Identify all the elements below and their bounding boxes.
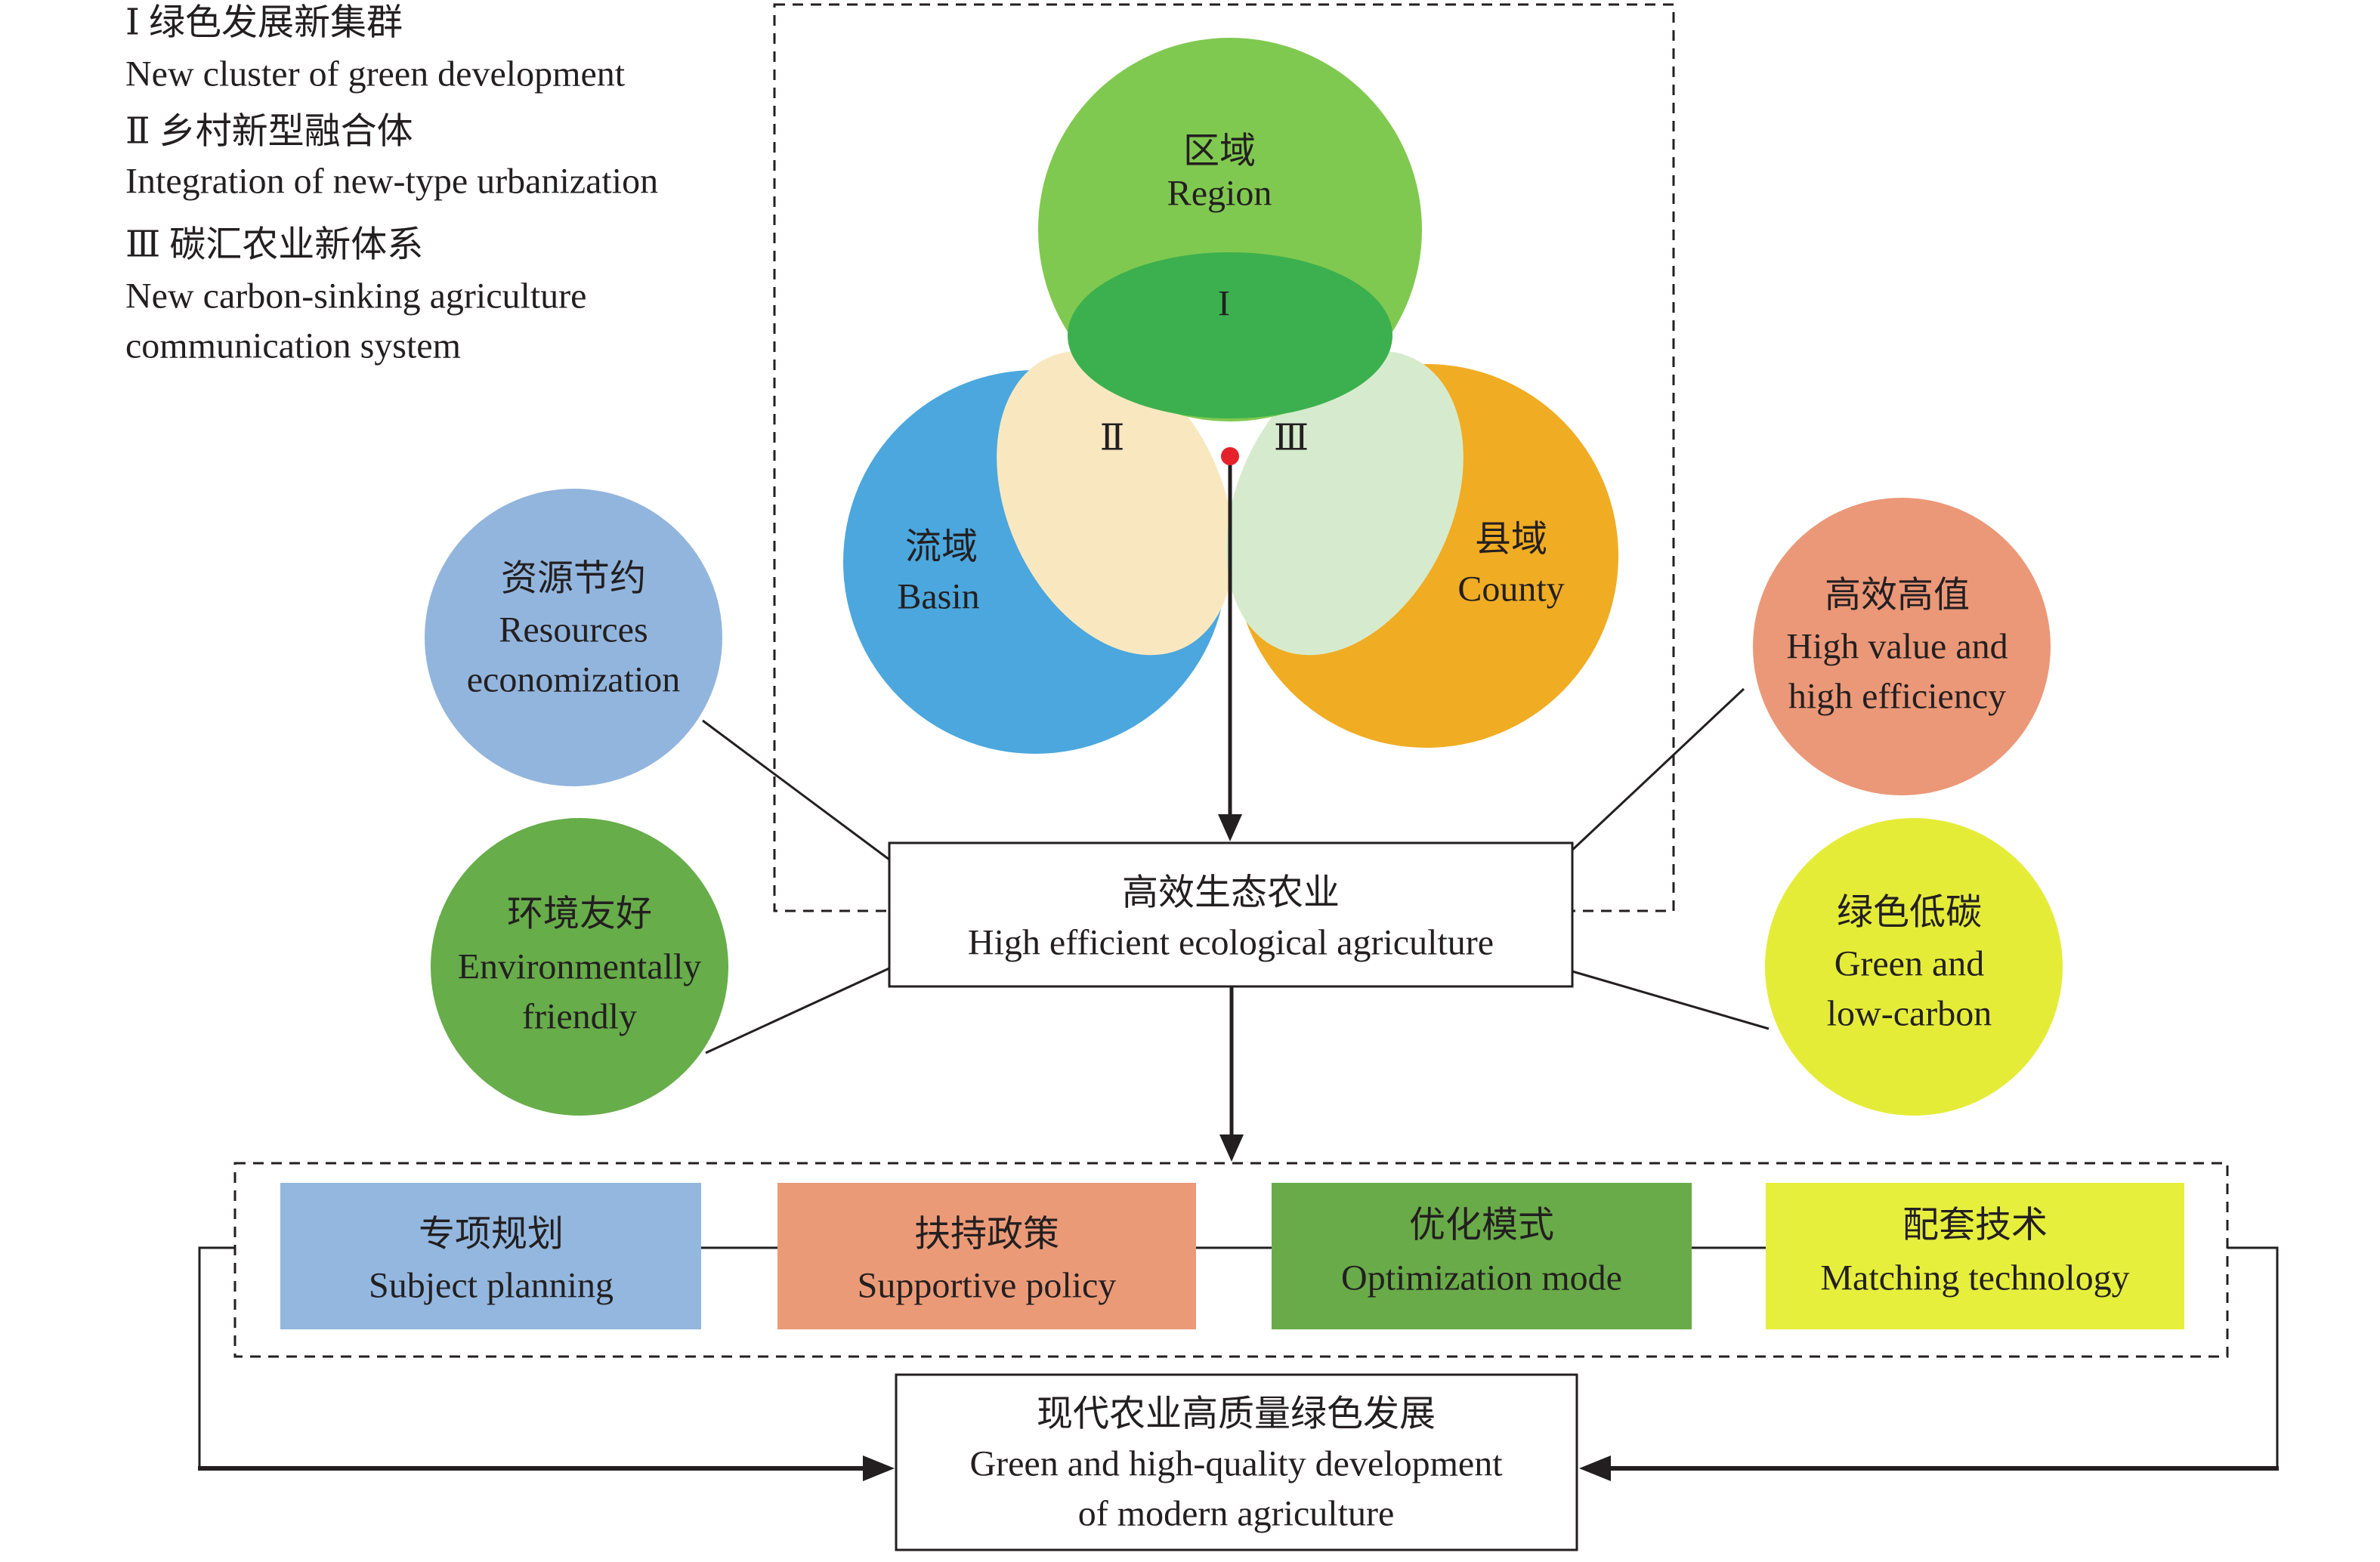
- attribute-high-value-circle: [1753, 498, 2051, 795]
- measure-technology-cn: 配套技术: [1902, 1205, 2048, 1246]
- attribute-high-value: 高效高值 High value and high efficiency: [1753, 498, 2051, 795]
- measure-technology-box: [1766, 1183, 2184, 1329]
- origin-dot: [1221, 447, 1239, 465]
- right-feedback-line: [2227, 1246, 2279, 1468]
- county-overlap-mark: Ⅲ: [1274, 418, 1309, 458]
- attribute-resources-en-line-2: economization: [467, 660, 681, 700]
- measure-policy: 扶持政策 Supportive policy: [777, 1183, 1196, 1329]
- measure-policy-en: Supportive policy: [858, 1266, 1117, 1306]
- attribute-low-carbon: 绿色低碳 Green and low-carbon: [1765, 818, 2063, 1116]
- legend-item-3-en-line-2: communication system: [125, 326, 461, 366]
- attribute-environment: 环境友好 Environmentally friendly: [431, 818, 728, 1116]
- core-box-frame: [888, 841, 1574, 988]
- measure-planning-en: Subject planning: [369, 1266, 614, 1306]
- measure-mode-box: [1272, 1183, 1692, 1329]
- attribute-low-carbon-circle: [1765, 818, 2063, 1116]
- core-to-measures-arrowhead: [1219, 1134, 1244, 1162]
- left-feedback-arrowhead: [863, 1456, 895, 1481]
- attribute-high-value-en-line-1: High value and: [1786, 627, 2008, 667]
- attribute-resources-circle: [425, 489, 722, 786]
- attribute-environment-en-line-1: Environmentally: [458, 947, 702, 987]
- measure-mode-cn: 优化模式: [1409, 1205, 1554, 1246]
- legend-item-1-cn: Ⅰ 绿色发展新集群: [125, 3, 403, 43]
- measure-planning-box: [280, 1183, 701, 1329]
- measure-planning: 专项规划 Subject planning: [280, 1183, 701, 1329]
- goal-label-cn: 现代农业高质量绿色发展: [1037, 1394, 1436, 1434]
- county-label-en: County: [1457, 570, 1564, 610]
- attribute-environment-cn: 环境友好: [507, 894, 652, 934]
- county-label-cn: 县域: [1475, 520, 1547, 560]
- core-label-en: High efficient ecological agriculture: [968, 923, 1494, 963]
- measure-policy-box: [777, 1183, 1196, 1329]
- region-label-en: Region: [1167, 174, 1272, 214]
- legend-item-1-en: New cluster of green development: [125, 54, 626, 94]
- venn-to-core-arrowhead: [1218, 814, 1242, 841]
- connector-environment: [705, 967, 890, 1054]
- attribute-resources-cn: 资源节约: [501, 559, 646, 599]
- legend-item-3-en-line-1: New carbon-sinking agriculture: [125, 276, 586, 316]
- legend-item-2-en: Integration of new-type urbanization: [125, 162, 658, 202]
- attribute-resources-en-line-1: Resources: [499, 610, 648, 650]
- goal-box: 现代农业高质量绿色发展 Green and high-quality devel…: [895, 1373, 1578, 1551]
- connector-low-carbon: [1572, 970, 1770, 1030]
- basin-label-cn: 流域: [905, 527, 978, 567]
- goal-box-frame: [895, 1373, 1578, 1551]
- attribute-environment-en-line-2: friendly: [522, 997, 637, 1037]
- measure-technology: 配套技术 Matching technology: [1766, 1183, 2184, 1329]
- measure-mode: 优化模式 Optimization mode: [1272, 1183, 1692, 1329]
- connector-high-value: [1567, 687, 1745, 855]
- attribute-environment-circle: [431, 818, 728, 1116]
- core-box: 高效生态农业 High efficient ecological agricul…: [888, 841, 1574, 988]
- basin-overlap-mark: Ⅱ: [1100, 418, 1125, 458]
- basin-overlap-ellipse: [997, 350, 1234, 656]
- left-feedback-line: [198, 1246, 235, 1468]
- connector-resources: [702, 719, 890, 861]
- goal-label-en-line-2: of modern agriculture: [1078, 1494, 1395, 1534]
- measure-planning-cn: 专项规划: [419, 1215, 564, 1255]
- attribute-high-value-en-line-2: high efficiency: [1788, 677, 2006, 717]
- attribute-low-carbon-en-line-2: low-carbon: [1827, 994, 1992, 1034]
- attribute-low-carbon-cn: 绿色低碳: [1837, 893, 1982, 933]
- basin-label-en: Basin: [897, 577, 979, 617]
- region-core-ellipse: [1068, 252, 1392, 418]
- attribute-low-carbon-en-line-1: Green and: [1834, 944, 1985, 984]
- county-overlap-ellipse: [1226, 350, 1464, 656]
- measure-policy-cn: 扶持政策: [914, 1215, 1059, 1255]
- legend-item-3-cn: Ⅲ 碳汇农业新体系: [125, 225, 423, 265]
- goal-label-en-line-1: Green and high-quality development: [969, 1444, 1503, 1484]
- region-core-mark: I: [1218, 284, 1230, 324]
- region-label-cn: 区域: [1183, 131, 1256, 171]
- right-feedback-arrowhead: [1579, 1456, 1611, 1481]
- legend: Ⅰ 绿色发展新集群 New cluster of green developme…: [125, 3, 658, 366]
- attribute-high-value-cn: 高效高值: [1825, 576, 1970, 616]
- venn-diagram: 区域 Region I 流域 Basin 县域 County Ⅱ Ⅲ: [843, 38, 1618, 754]
- measure-technology-en: Matching technology: [1820, 1258, 2129, 1298]
- measures-dashed-frame: [233, 1162, 2229, 1358]
- legend-item-2-cn: Ⅱ 乡村新型融合体: [125, 112, 413, 152]
- core-label-cn: 高效生态农业: [1122, 873, 1340, 913]
- measure-mode-en: Optimization mode: [1341, 1258, 1622, 1298]
- attribute-resources: 资源节约 Resources economization: [425, 489, 722, 786]
